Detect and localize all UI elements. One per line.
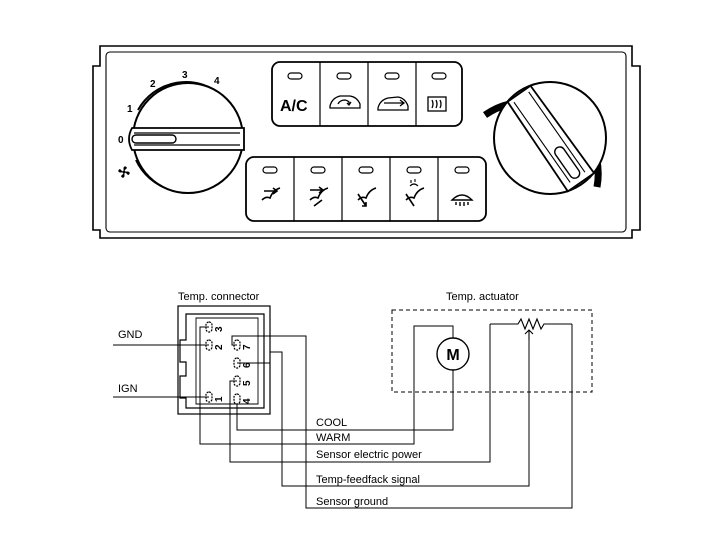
ign-label: IGN [118,383,138,395]
knob-pointer [131,134,177,144]
floor-defrost-button[interactable] [405,166,425,207]
signal-cool: COOL [316,417,347,429]
fresh-air-button[interactable] [377,72,409,111]
feedback-potentiometer [490,317,572,340]
power-wires [113,344,209,398]
cool-wire [236,370,454,431]
feedback-wire [237,340,530,487]
actuator-title: Temp. actuator [446,291,519,303]
pin-1: 1 [214,396,225,402]
fan-icon [118,166,130,178]
signal-sensor-ground: Sensor ground [316,496,388,508]
temp-knob-pointer [554,146,581,179]
recirculation-icon [329,95,361,109]
gnd-label: GND [118,329,143,341]
signal-temp-feedback: Temp-feedfack signal [316,474,420,486]
floor-button[interactable] [357,166,377,207]
rear-defrost-icon [427,96,447,112]
bottom-button-group [245,156,487,222]
top-button-group [271,61,463,127]
signal-labels: COOL WARM Sensor electric power Temp-fee… [316,417,422,508]
fan-speed-labels: 0 1 2 3 4 [118,70,220,146]
actuator-housing [391,309,593,393]
sensor-ground-wire [231,324,573,509]
fan-speed-0: 0 [118,135,124,146]
connector-title: Temp. connector [178,291,260,303]
floor-icon [357,187,377,207]
ac-label: A/C [280,98,308,115]
bi-level-button[interactable] [309,166,329,207]
signal-sensor-power: Sensor electric power [316,449,422,461]
panel-face [105,51,627,233]
pin-2: 2 [214,344,225,350]
pin-4: 4 [242,398,253,404]
rear-defrost-button[interactable] [427,72,447,112]
floor-defrost-icon [405,179,425,207]
pin-numbers: 3 2 1 7 6 5 4 [214,326,253,404]
fan-speed-knob[interactable] [128,81,245,194]
signal-warm: WARM [316,432,350,444]
bi-level-icon [309,186,329,207]
pin-3: 3 [214,326,225,332]
windshield-defrost-button[interactable] [450,166,474,206]
panel-housing [92,45,641,239]
ac-indicator-led [287,72,303,80]
temperature-knob[interactable] [483,81,607,195]
fan-speed-2: 2 [150,79,156,90]
sensor-power-wire [229,324,491,463]
fan-speed-1: 1 [127,104,133,115]
pin-5: 5 [242,380,253,386]
fan-speed-3: 3 [182,70,188,81]
signal-wires [199,324,573,509]
control-panel [92,45,641,239]
warm-wire [199,325,454,445]
windshield-defrost-icon [450,194,474,206]
fan-speed-4: 4 [214,76,220,87]
motor-label: M [446,347,459,364]
ac-button[interactable]: A/C [280,72,308,115]
vent-face-icon [261,187,281,201]
recirculation-button[interactable] [329,72,361,109]
pin-6: 6 [242,362,253,368]
vent-face-button[interactable] [261,166,281,201]
actuator-motor: M [436,337,470,371]
pin-7: 7 [242,344,253,350]
fresh-air-icon [377,96,409,111]
